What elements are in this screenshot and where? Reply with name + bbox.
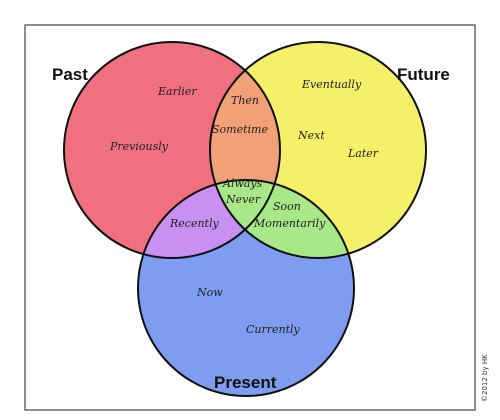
word-next: Next — [297, 129, 325, 142]
future-present-overlap — [210, 180, 354, 258]
past-present-overlap — [138, 180, 280, 258]
word-earlier: Earlier — [157, 85, 197, 98]
category-future: Future — [397, 65, 450, 84]
category-past: Past — [52, 65, 88, 84]
word-now: Now — [196, 286, 223, 299]
circle-outlines — [63, 41, 427, 397]
word-eventually: Eventually — [301, 78, 362, 91]
word-then: Then — [231, 94, 259, 107]
word-momentarily: Momentarily — [253, 217, 326, 230]
word-soon: Soon — [273, 200, 301, 213]
word-sometime: Sometime — [212, 123, 268, 136]
word-always: Always — [222, 177, 263, 190]
word-recently: Recently — [169, 217, 219, 230]
category-present: Present — [214, 373, 277, 392]
word-previously: Previously — [109, 140, 169, 153]
word-later: Later — [347, 147, 379, 160]
word-never: Never — [225, 193, 261, 206]
copyright-note: ©2012 by HK — [481, 354, 489, 402]
word-currently: Currently — [246, 323, 301, 336]
